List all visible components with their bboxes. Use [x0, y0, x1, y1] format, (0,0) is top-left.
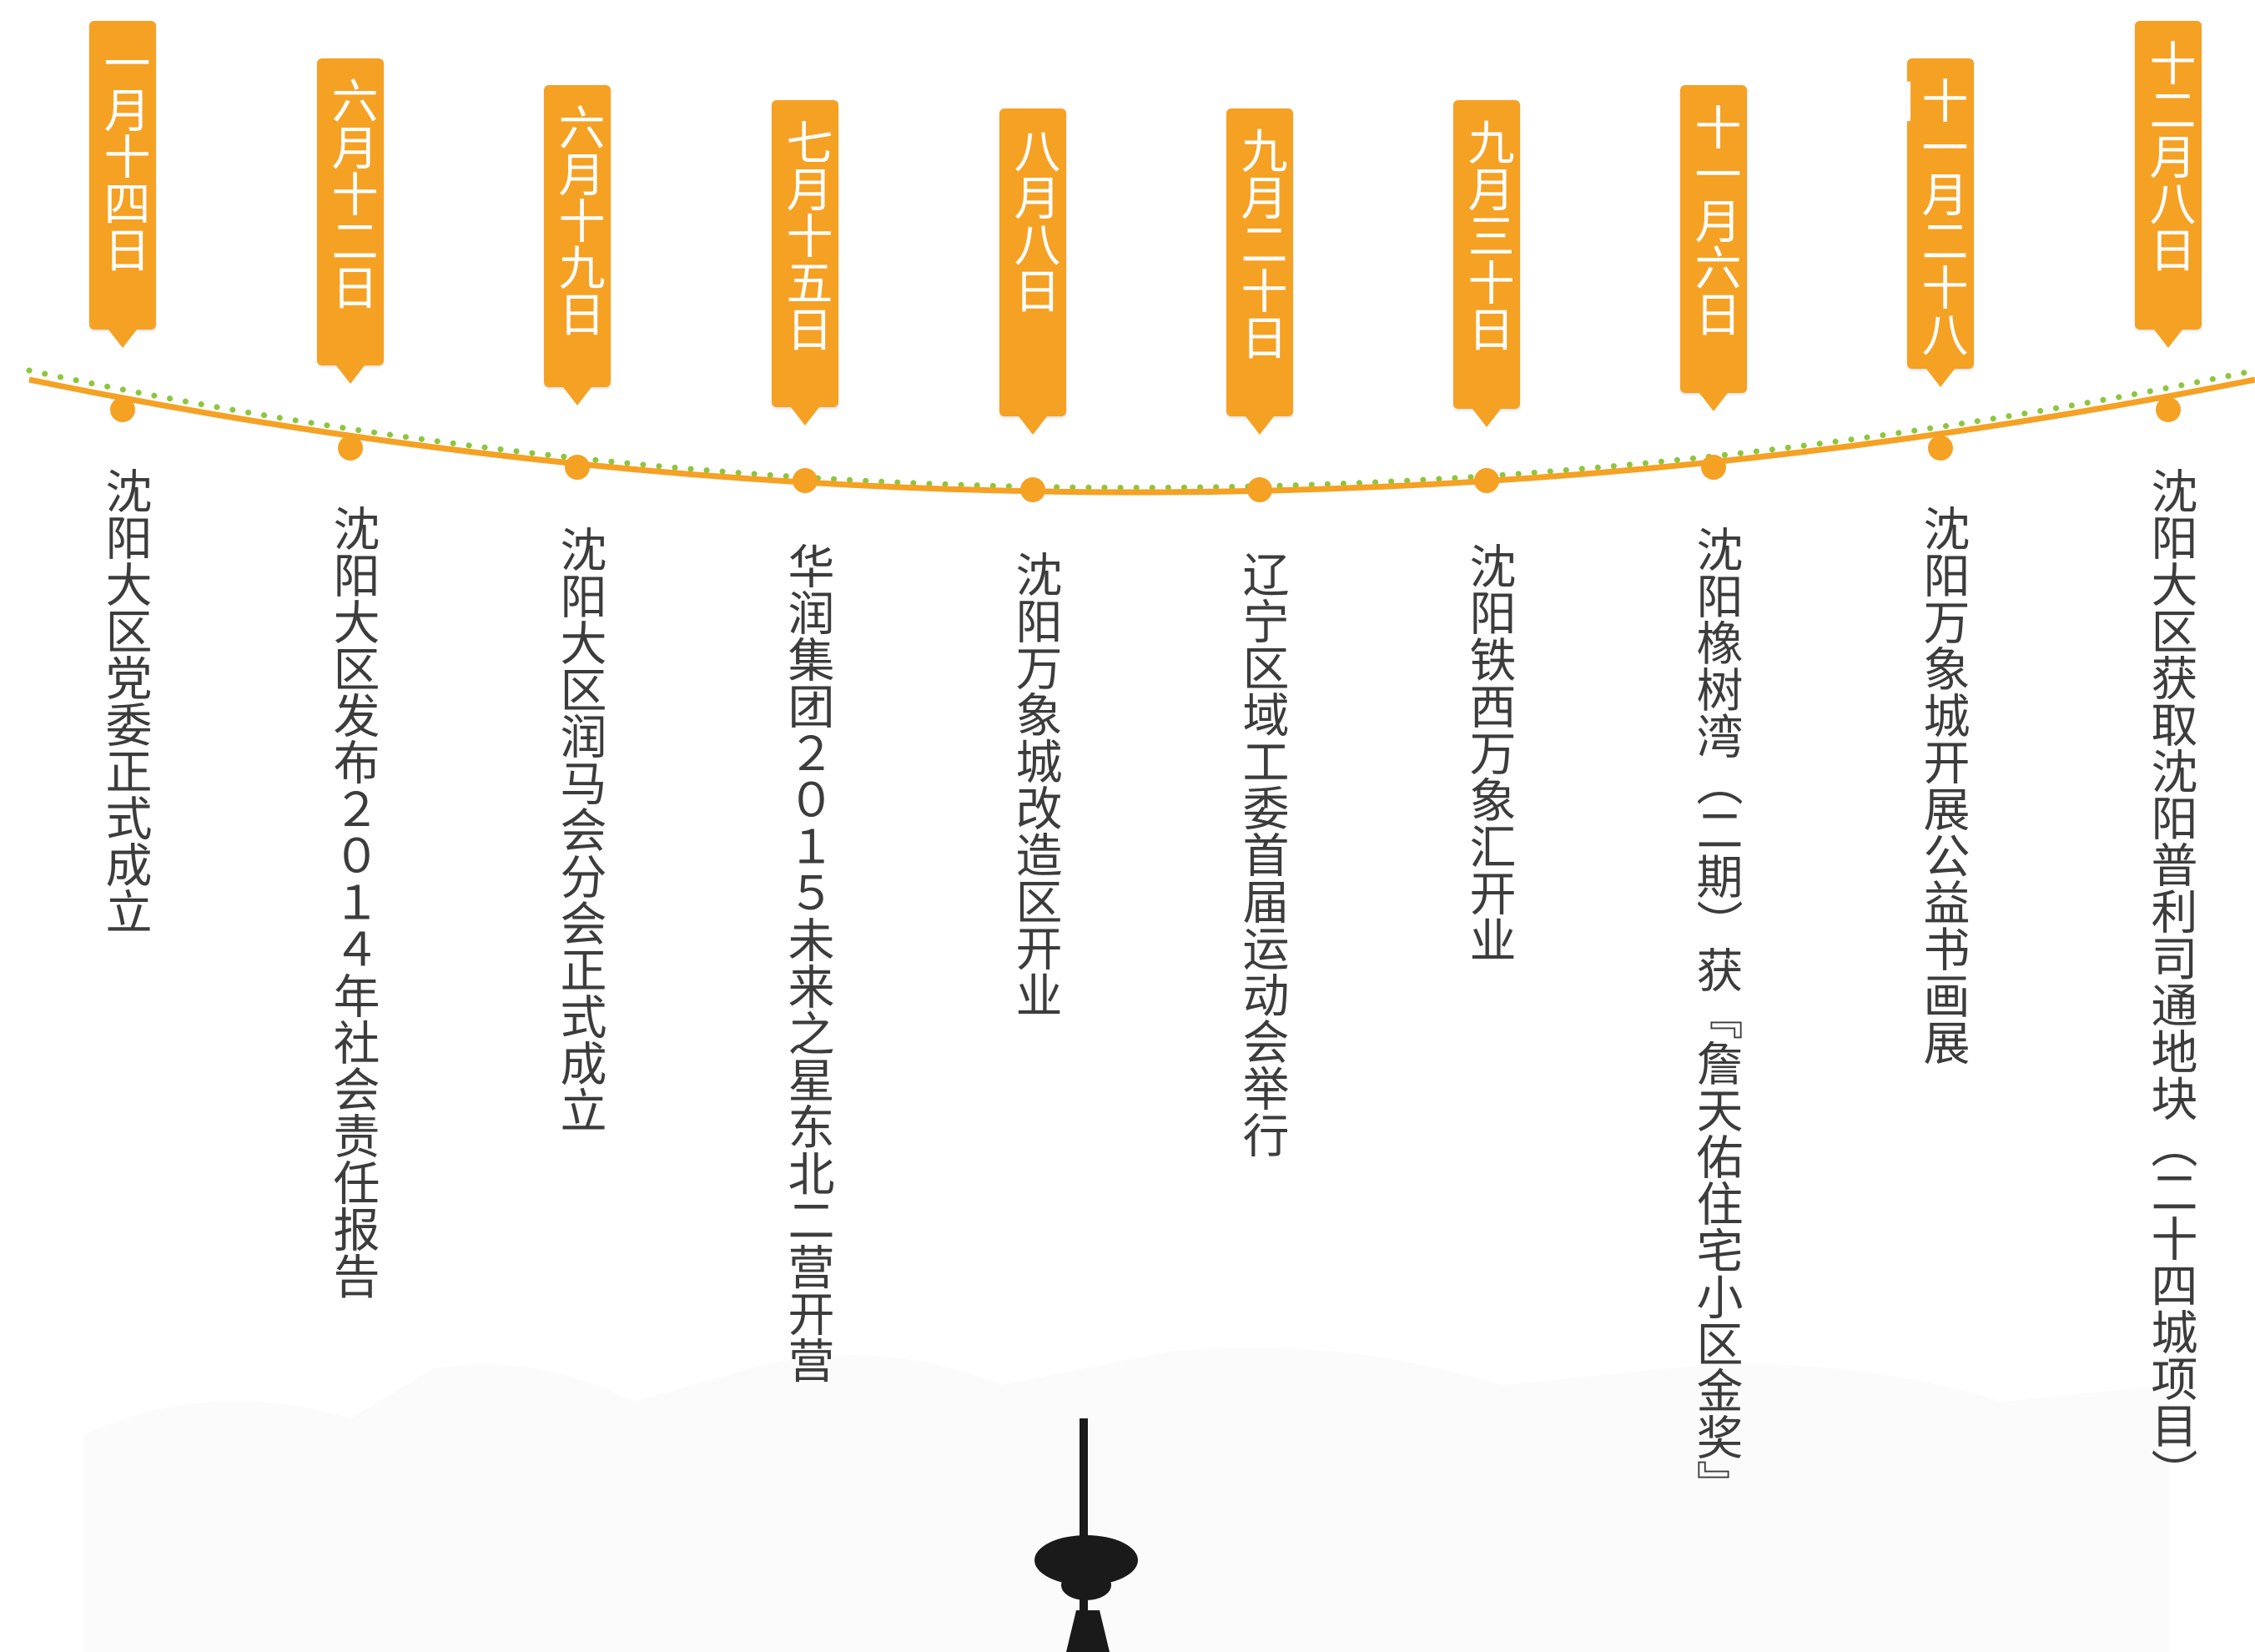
event-label: 沈阳万象城开展公益书画展: [1915, 505, 1970, 1065]
date-label: 六月十二日: [324, 77, 378, 310]
timeline-node: [1474, 468, 1499, 493]
timeline-node: [110, 397, 135, 422]
timeline-node: [1247, 477, 1272, 502]
date-label: 八月八日: [1006, 127, 1060, 314]
timeline-node: [565, 455, 590, 480]
event-label: 沈阳橡树湾（二期）获『詹天佑住宅小区金奖』: [1689, 526, 1743, 1507]
date-tag: 六月十二日: [317, 58, 384, 384]
date-tag: 七月十五日: [772, 100, 838, 426]
date-tag: 十一月六日: [1680, 85, 1747, 411]
date-label: 九月二十日: [1233, 127, 1287, 360]
event-label: 沈阳万象城改造区开业: [1008, 551, 1062, 1018]
date-label: 十二月八日: [2142, 39, 2196, 273]
tower-silhouette: [1034, 1418, 1138, 1652]
event-label: 沈阳大区获取沈阳普利司通地块（二十四城项目）: [2143, 467, 2197, 1495]
timeline-arc: [28, 376, 2255, 496]
timeline-node: [1701, 455, 1726, 480]
timeline-node: [338, 436, 363, 461]
date-tag: 九月三十日: [1453, 100, 1520, 427]
date-label: 十一月六日: [1687, 103, 1741, 337]
event-label: 沈阳铁西万象汇开业: [1462, 542, 1516, 963]
background-skyline: [83, 1347, 2169, 1652]
date-label: 七月十五日: [778, 118, 833, 352]
date-tag: 六月十九日: [544, 85, 611, 405]
date-label: 十一月二十八日: [1864, 77, 1968, 357]
event-label: 沈阳大区发布２０１４年社会责任报告: [325, 505, 380, 1299]
event-label: 华润集团２０１５未来之星东北二营开营: [780, 542, 834, 1383]
date-label: 六月十九日: [551, 103, 605, 337]
date-tag: 一月十四日: [89, 21, 156, 348]
event-label: 辽宁区域工委首届运动会举行: [1235, 551, 1289, 1158]
timeline-node: [793, 468, 818, 493]
date-label: 一月十四日: [96, 39, 150, 273]
dotted-arc: [26, 367, 2255, 491]
date-tag: 八月八日: [999, 108, 1066, 435]
date-label: 九月三十日: [1460, 118, 1514, 352]
event-label: 沈阳大区党委正式成立: [98, 467, 152, 934]
date-tag: 十二月八日: [2135, 21, 2202, 348]
timeline-node: [1020, 477, 1045, 502]
date-tag: 十一月二十八日: [1864, 58, 1974, 387]
event-label: 沈阳大区润马会分会正式成立: [552, 526, 607, 1133]
timeline-nodes: [110, 397, 2181, 502]
date-tag: 九月二十日: [1226, 108, 1293, 435]
timeline-node: [2156, 397, 2181, 422]
timeline-node: [1928, 436, 1953, 461]
